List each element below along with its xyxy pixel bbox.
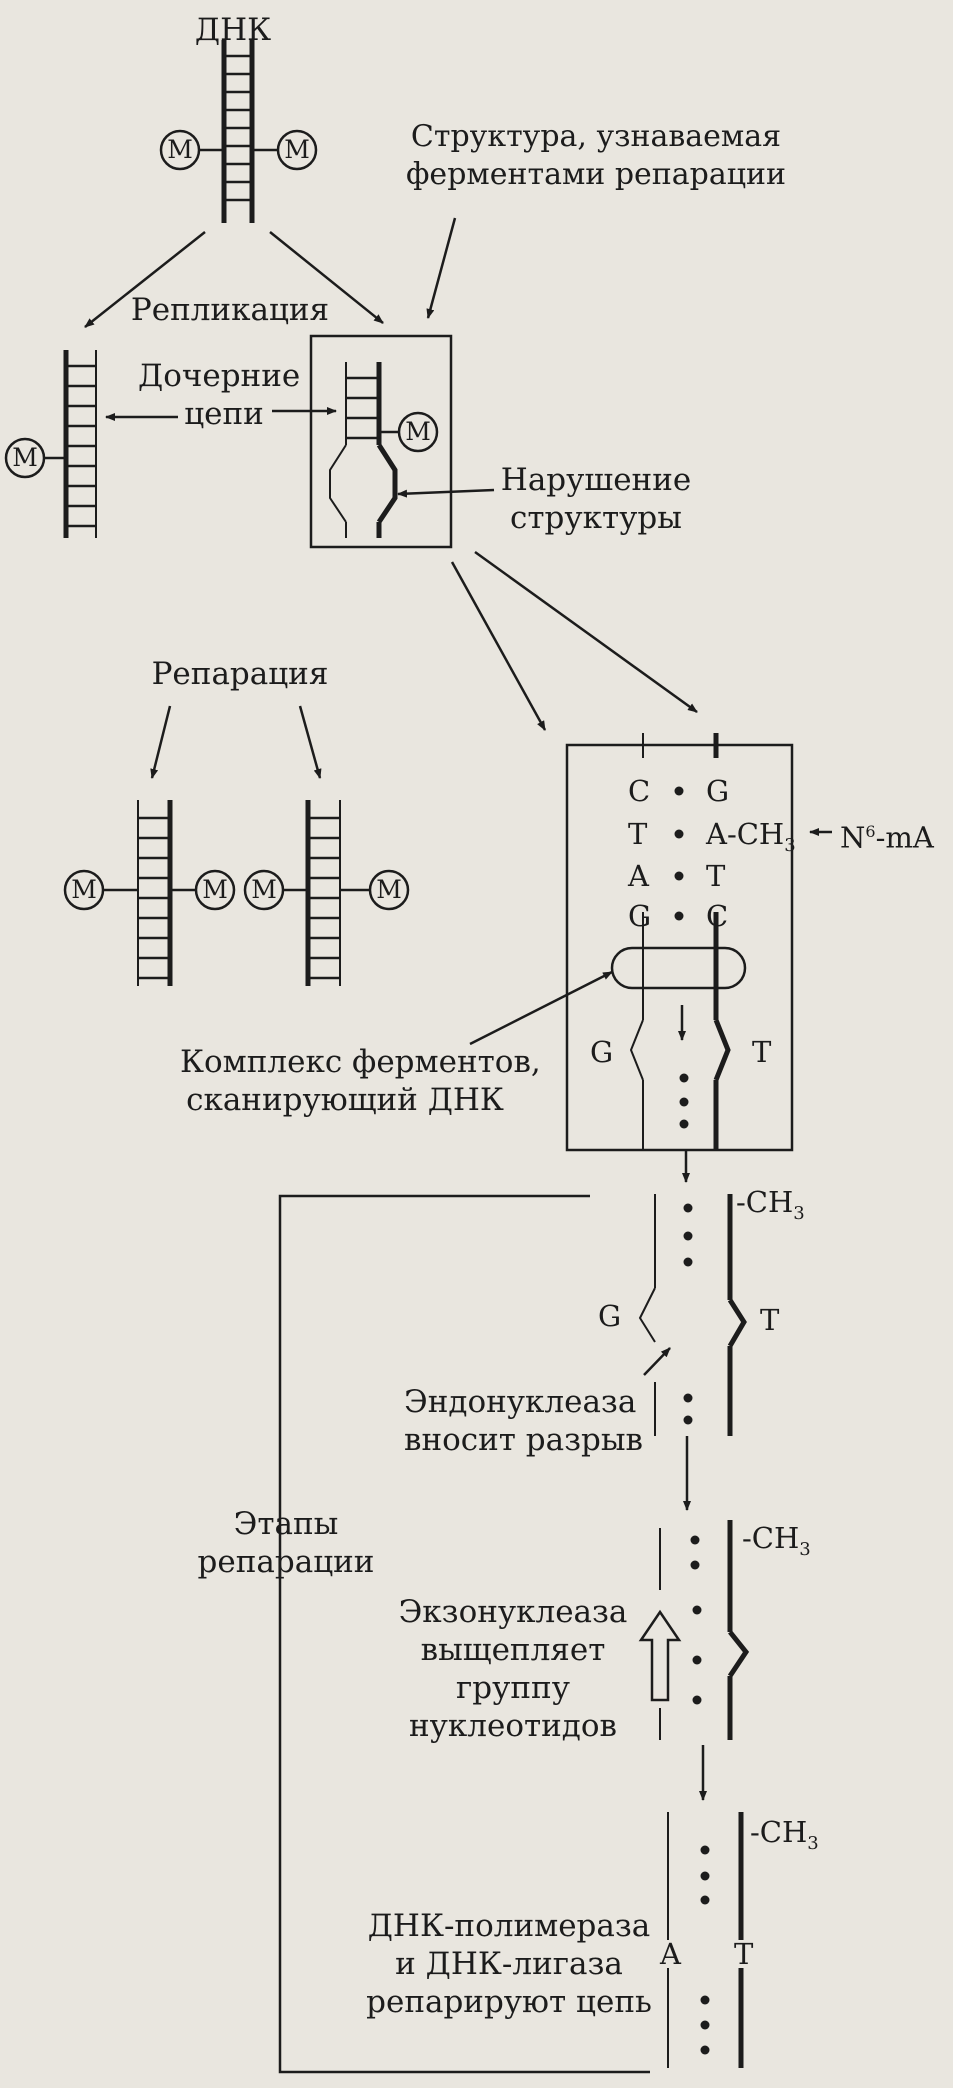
daughter-strand-arrows (105, 407, 495, 498)
scanning-complex-label-2: сканирующий ДНК (186, 1082, 504, 1118)
mismatch-base-right: T (752, 1035, 772, 1069)
mismatch-base-right: T (760, 1303, 780, 1337)
replication-arrows (84, 217, 457, 328)
polymerase-label-3: репарируют цепь (366, 1984, 652, 2020)
base-right-text: A-CH (706, 817, 785, 851)
repair-stages-label-1: Этапы (233, 1506, 339, 1542)
methyl-mark: M (202, 875, 228, 904)
step-endonuclease (638, 1150, 747, 1511)
methyl-mark: M (71, 875, 97, 904)
repair-stages-label-2: репарации (197, 1544, 375, 1580)
exonuclease-label-4: нуклеотидов (409, 1708, 617, 1744)
repaired-base-left: A (660, 1937, 681, 1971)
n6-ma-label: N6-mA (840, 816, 934, 854)
replication-label: Репликация (130, 292, 330, 328)
polymerase-label-1: ДНК-полимераза (367, 1908, 651, 1944)
daughter-strands-label-2: цепи (184, 396, 264, 432)
repaired-base-right: T (734, 1937, 754, 1971)
base-right-methylated: A-CH3 (706, 818, 796, 862)
scanning-complex-label-1: Комплекс ферментов, (180, 1044, 541, 1080)
endonuclease-label-2: вносит разрыв (404, 1422, 644, 1458)
base-right: C (706, 899, 729, 933)
hemimethylated-dna-box (309, 334, 453, 549)
subscript: 3 (784, 834, 796, 856)
repair-arrows (150, 705, 322, 779)
methyl-group: -CH3 (750, 1816, 819, 1860)
step-exonuclease (638, 1520, 750, 1801)
base-pair-dots (674, 786, 684, 921)
repaired-dna-left (63, 800, 236, 986)
base-left: C (628, 774, 651, 808)
scanning-panel (565, 733, 794, 1152)
methyl-mark: M (284, 135, 310, 164)
base-right: G (706, 774, 730, 808)
zoom-arrows (450, 550, 698, 731)
mismatch-base-left: G (590, 1035, 614, 1069)
repair-label: Репарация (151, 656, 329, 692)
subscript: 3 (799, 1538, 811, 1560)
dna-label: ДНК (194, 12, 272, 48)
defect-label-1: Нарушение (500, 462, 692, 498)
subscript: 3 (793, 1202, 805, 1224)
polymerase-label-2: и ДНК-лигаза (395, 1946, 623, 1982)
methyl-text: -CH (742, 1521, 800, 1555)
methyl-mark: M (12, 443, 38, 472)
base-right: T (706, 859, 726, 893)
mismatch-base-left: G (598, 1299, 622, 1333)
panel-pointers (469, 828, 832, 1046)
exonuclease-label-2: выщепляет (420, 1632, 606, 1668)
subscript: 3 (807, 1832, 819, 1854)
base-left: T (628, 817, 648, 851)
daughter-dna-methylated (4, 350, 97, 538)
n6-sup: 6 (865, 822, 876, 841)
step-exonuclease-dots (690, 1535, 702, 1705)
base-left: G (628, 899, 652, 933)
stages-bracket (278, 1194, 650, 2074)
repair-structure-label-1: Структура, узнаваемая (410, 119, 782, 154)
step-ligation (667, 1812, 744, 2068)
base-left: A (628, 859, 649, 893)
parental-dna (159, 40, 318, 223)
methyl-mark: M (376, 875, 402, 904)
methyl-group: -CH3 (736, 1186, 805, 1230)
methyl-group: -CH3 (742, 1522, 811, 1566)
endonuclease-label-1: Эндонуклеаза (404, 1384, 637, 1420)
n6-suffix: -mA (875, 820, 934, 855)
methyl-mark: M (405, 417, 431, 446)
methyl-mark: M (167, 135, 193, 164)
repaired-dna-right (243, 800, 410, 986)
repair-structure-label-2: ферментами репарации (405, 157, 787, 192)
exonuclease-label-1: Экзонуклеаза (398, 1594, 628, 1630)
daughter-strands-label-1: Дочерние (138, 358, 301, 394)
methyl-mark: M (251, 875, 277, 904)
step-endonuclease-dots (683, 1203, 693, 1425)
defect-label-2: структуры (510, 500, 682, 536)
n6-prefix: N (840, 820, 866, 855)
exonuclease-label-3: группу (456, 1670, 570, 1706)
methyl-text: -CH (736, 1185, 794, 1219)
step-ligation-dots (700, 1845, 710, 2055)
scan-track-dots (679, 1073, 689, 1129)
methyl-text: -CH (750, 1815, 808, 1849)
